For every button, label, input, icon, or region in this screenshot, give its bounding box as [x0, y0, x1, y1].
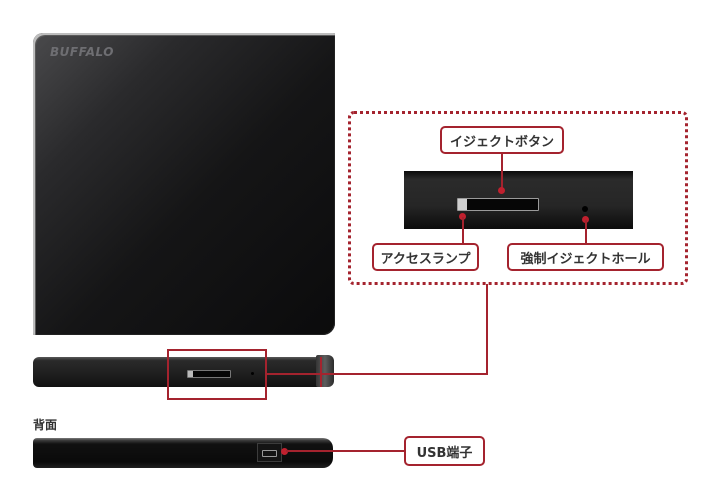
label-access-lamp: アクセスランプ — [372, 243, 479, 271]
device-back-view — [33, 438, 333, 468]
usb-leader-line — [286, 450, 405, 452]
back-section-title: 背面 — [33, 418, 58, 432]
connector-line-horizontal — [267, 373, 488, 375]
device-front-view — [33, 357, 330, 387]
usb-port-image — [257, 443, 282, 462]
detail-disc-slot — [457, 198, 539, 211]
force-eject-marker — [582, 216, 589, 223]
front-eject-hole — [251, 372, 254, 375]
eject-button-marker — [498, 187, 505, 194]
zoom-highlight-rect — [167, 349, 267, 400]
access-lamp-leader-line — [462, 217, 464, 244]
brand-logo: BUFFALO — [50, 45, 114, 59]
label-force-eject-hole: 強制イジェクトホール — [507, 243, 664, 271]
front-disc-slot — [187, 370, 231, 378]
connector-line-vertical — [486, 284, 488, 375]
device-front-rim — [316, 355, 334, 387]
front-access-lamp — [188, 371, 193, 377]
detail-force-eject-hole — [582, 206, 588, 212]
device-top-view — [33, 33, 335, 335]
label-eject-button: イジェクトボタン — [440, 126, 564, 154]
force-eject-leader-line — [585, 220, 587, 244]
access-lamp-marker — [459, 213, 466, 220]
detail-callout-box — [348, 111, 688, 285]
eject-leader-line — [501, 154, 503, 190]
rim-marker-line — [320, 357, 322, 387]
usb-port-marker — [281, 448, 288, 455]
label-usb-port: USB端子 — [404, 436, 485, 466]
detail-access-lamp — [458, 199, 467, 210]
